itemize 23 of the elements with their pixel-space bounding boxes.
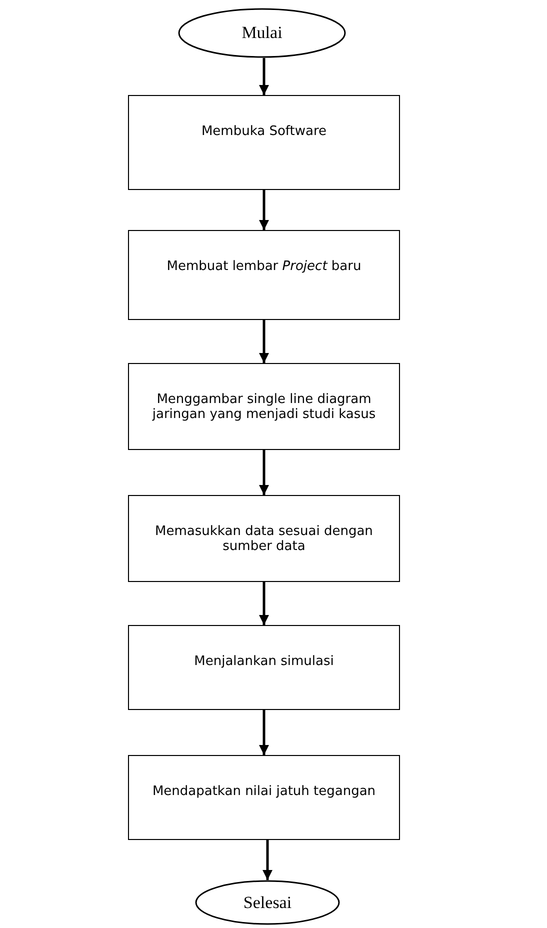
step-text: Mulai — [242, 23, 282, 43]
step-text: Menggambar single line diagram jaringan yang menjadi studi kasus — [151, 392, 377, 422]
process-box — [128, 95, 400, 190]
arrow — [262, 840, 272, 880]
step-text: Membuat lembar Project baru — [166, 259, 362, 274]
step-text: Menjalankan simulasi — [194, 654, 334, 669]
arrow — [259, 582, 269, 625]
terminal-ellipse — [195, 880, 340, 925]
arrow — [259, 190, 269, 230]
process-box — [128, 755, 400, 840]
step-text: Membuka Software — [201, 124, 327, 139]
terminal-ellipse — [178, 8, 346, 58]
step-text: Memasukkan data sesuai dengan sumber data — [154, 524, 374, 554]
arrow — [259, 710, 269, 755]
arrow — [259, 58, 269, 95]
process-box — [128, 625, 400, 710]
arrow — [259, 320, 269, 363]
process-box — [128, 495, 400, 582]
step-text: Mendapatkan nilai jatuh tegangan — [152, 784, 376, 799]
process-box — [128, 363, 400, 450]
arrow — [259, 450, 269, 495]
process-box — [128, 230, 400, 320]
step-text: Selesai — [243, 892, 292, 912]
